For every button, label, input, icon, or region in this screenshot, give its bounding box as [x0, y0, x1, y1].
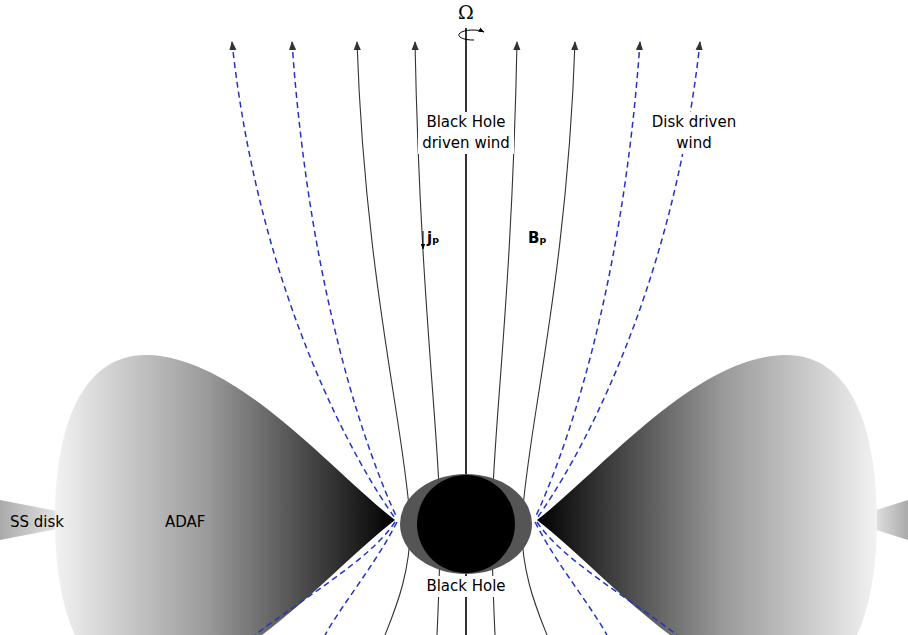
region-label: ADAF: [165, 512, 205, 533]
adaf-lobe-right: [537, 355, 877, 635]
disk-field-line: [325, 522, 397, 635]
black-hole-region: Black Hole: [424, 576, 507, 597]
region-label: SS disk: [10, 512, 64, 533]
rotation-arrow: [459, 30, 484, 40]
wind-label: Black Hole driven wind: [418, 112, 514, 154]
disk-field-line: [292, 42, 397, 518]
wind-label: Disk driven wind: [642, 112, 746, 154]
current-symbol: jₚ: [427, 228, 439, 249]
field-line: [522, 42, 575, 635]
current-arrow: [423, 231, 424, 249]
disk-field-line: [255, 522, 395, 635]
field-symbol: Bₚ: [528, 228, 547, 249]
region-label: Black Hole: [426, 576, 505, 597]
disk-field-line: [535, 42, 640, 518]
ss-disk-region: SS disk: [10, 512, 64, 533]
adaf-region: ADAF: [165, 512, 205, 533]
angular-velocity-symbol: Ω: [458, 2, 474, 23]
ergosphere: [400, 474, 532, 574]
disk-field-line: [535, 522, 607, 635]
field-line: [357, 42, 410, 635]
disk-field-line: [537, 522, 677, 635]
adaf-lobe-left: [55, 355, 395, 635]
disk-field-line: [232, 42, 395, 518]
black-hole: [417, 475, 515, 573]
